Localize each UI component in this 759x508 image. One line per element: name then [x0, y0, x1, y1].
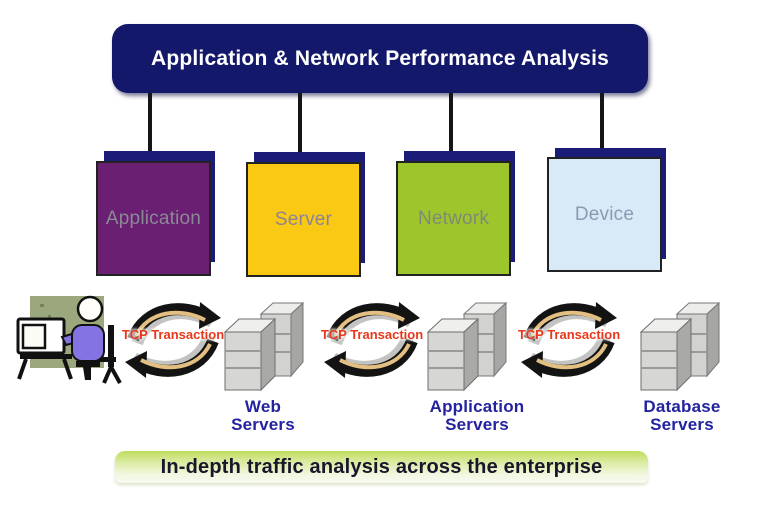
layer-box-device-label: Device [574, 203, 635, 225]
server-towers-icon [424, 298, 512, 394]
layer-box-network-label: Network [417, 207, 490, 229]
connector-line-network [449, 93, 453, 153]
footer-banner-label: In-depth traffic analysis across the ent… [160, 455, 603, 478]
server-towers-icon [637, 298, 725, 394]
application-servers-label: Application Servers [429, 397, 525, 434]
footer-banner: In-depth traffic analysis across the ent… [115, 451, 648, 483]
tcp-transaction-label: TCP Transaction [517, 327, 621, 342]
connector-line-application [148, 93, 152, 153]
title-banner: Application & Network Performance Analys… [112, 24, 648, 93]
server-towers-icon [221, 298, 309, 394]
tcp-transaction-label: TCP Transaction [320, 327, 424, 342]
connector-line-device [600, 93, 604, 153]
title-banner-label: Application & Network Performance Analys… [150, 46, 610, 70]
database-servers-label: Database Servers [643, 397, 721, 434]
connector-line-server [298, 93, 302, 153]
tcp-transaction-label: TCP Transaction [121, 327, 225, 342]
layer-box-server: Server [246, 162, 361, 277]
web-servers-label: Web Servers [231, 397, 295, 434]
layer-box-server-label: Server [274, 208, 333, 230]
layer-box-network: Network [396, 161, 511, 276]
layer-box-application-label: Application [105, 207, 202, 229]
layer-box-application: Application [96, 161, 211, 276]
layer-box-device: Device [547, 157, 662, 272]
